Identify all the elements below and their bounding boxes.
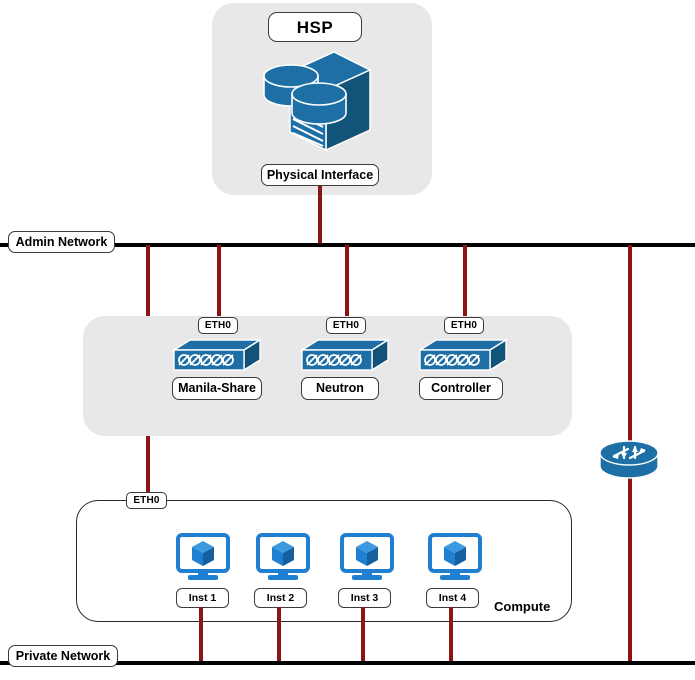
private-network-label: Private Network xyxy=(15,648,111,663)
instance-2-label: Inst 2 xyxy=(266,591,295,604)
controller-eth0-tag: ETH0 xyxy=(444,317,484,334)
manila-share-eth0-tag: ETH0 xyxy=(198,317,238,334)
vm-monitor-icon xyxy=(256,533,310,580)
router-icon xyxy=(598,440,660,480)
physical-interface-label: Physical Interface xyxy=(266,167,374,182)
neutron-tag: Neutron xyxy=(301,377,379,400)
link-admin-to-controller xyxy=(463,245,467,319)
neutron-eth0-label: ETH0 xyxy=(332,319,360,331)
compute-eth0-tag: ETH0 xyxy=(126,492,167,509)
private-network-tag: Private Network xyxy=(8,645,118,667)
physical-interface-tag: Physical Interface xyxy=(261,164,379,186)
hsp-title-box: HSP xyxy=(268,12,362,42)
vm-monitor-icon xyxy=(176,533,230,580)
link-instance-4-to-private xyxy=(449,607,453,663)
neutron-eth0-tag: ETH0 xyxy=(326,317,366,334)
compute-zone-label: Compute xyxy=(494,599,551,614)
switch-icon xyxy=(172,338,262,373)
switch-icon xyxy=(418,338,508,373)
private-network-bus xyxy=(0,661,695,665)
vm-monitor-icon xyxy=(428,533,482,580)
instance-2-tag: Inst 2 xyxy=(254,588,307,608)
instance-1-tag: Inst 1 xyxy=(176,588,229,608)
services-zone xyxy=(83,316,572,436)
link-admin-to-neutron xyxy=(345,245,349,319)
admin-network-label: Admin Network xyxy=(15,234,108,249)
instance-1-label: Inst 1 xyxy=(188,591,217,604)
instance-3-tag: Inst 3 xyxy=(338,588,391,608)
hsp-title-label: HSP xyxy=(296,17,334,37)
instance-4-label: Inst 4 xyxy=(438,591,467,604)
manila-share-eth0-label: ETH0 xyxy=(204,319,232,331)
manila-share-tag: Manila-Share xyxy=(172,377,262,400)
compute-eth0-label: ETH0 xyxy=(133,494,160,506)
vm-monitor-icon xyxy=(340,533,394,580)
instance-4-tag: Inst 4 xyxy=(426,588,479,608)
controller-label: Controller xyxy=(431,381,491,396)
manila-share-label: Manila-Share xyxy=(178,381,256,396)
link-instance-1-to-private xyxy=(199,607,203,663)
instance-3-label: Inst 3 xyxy=(350,591,379,604)
neutron-label: Neutron xyxy=(316,381,364,396)
compute-zone xyxy=(76,500,572,622)
link-hsp-to-admin xyxy=(318,186,322,245)
link-admin-to-manila-share xyxy=(217,245,221,319)
link-instance-3-to-private xyxy=(361,607,365,663)
admin-network-tag: Admin Network xyxy=(8,231,115,253)
link-instance-2-to-private xyxy=(277,607,281,663)
switch-icon xyxy=(300,338,390,373)
server-storage-icon xyxy=(262,50,372,155)
controller-eth0-label: ETH0 xyxy=(450,319,478,331)
controller-tag: Controller xyxy=(419,377,503,400)
